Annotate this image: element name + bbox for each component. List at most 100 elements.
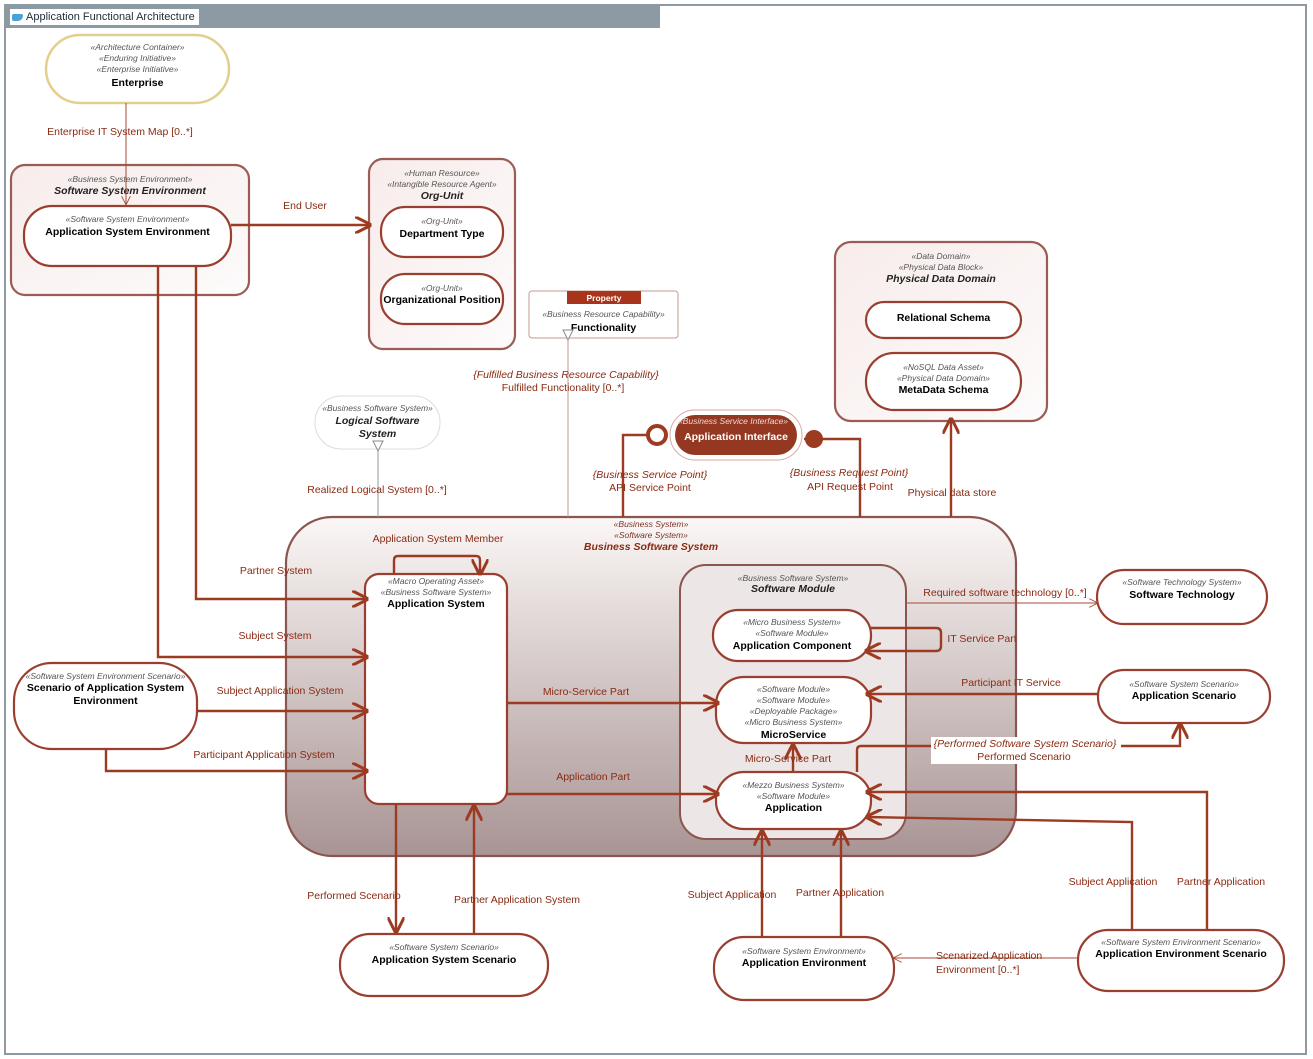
node-name: Application System Environment — [45, 226, 210, 238]
node-application-environment[interactable]: «Software System Environment» Applicatio… — [712, 935, 896, 1002]
node-name: Organizational Position — [383, 294, 500, 306]
edge-participant-application-system[interactable] — [104, 749, 367, 771]
node-name: Application Interface — [684, 431, 788, 443]
node-scenario-of-application-system-environment[interactable]: «Software System Environment Scenario» S… — [12, 661, 199, 751]
stereotype: «Business System» — [614, 519, 689, 529]
edge-label: Scenarized Application — [936, 950, 1042, 962]
edge-label: Subject Application — [1069, 876, 1158, 888]
node-functionality[interactable]: Property «Business Resource Capability» … — [528, 290, 679, 339]
node-name: Application Scenario — [1132, 690, 1236, 702]
node-application[interactable]: «Mezzo Business System» «Software Module… — [714, 770, 873, 831]
stereotype: «Software Module» — [757, 695, 831, 705]
edge-label: Performed Scenario — [307, 890, 401, 902]
stereotype: «Micro Business System» — [743, 617, 841, 627]
edge-label: Participant IT Service — [961, 677, 1061, 689]
stereotype: «Business System Environment» — [68, 174, 193, 184]
edge-label: API Request Point — [807, 481, 893, 493]
edge-label: Application Part — [556, 771, 630, 783]
stereotype: «Deployable Package» — [750, 706, 838, 716]
edge-label: Partner Application System — [454, 894, 580, 906]
edge-label: {Business Service Point} — [593, 469, 708, 481]
edge-label: IT Service Part — [947, 633, 1016, 645]
stereotype: «Enduring Initiative» — [99, 53, 176, 63]
node-application-system-scenario[interactable]: «Software System Scenario» Application S… — [338, 932, 550, 998]
stereotype: «Business Service Interface» — [678, 416, 788, 426]
edge-label: Application System Member — [373, 533, 504, 545]
edge-it-service-part[interactable] — [866, 626, 943, 651]
node-application-interface[interactable]: «Business Service Interface» Application… — [669, 409, 803, 461]
diagram-title-box[interactable]: Application Functional Architecture — [10, 9, 199, 25]
stereotype: «Enterprise Initiative» — [97, 64, 179, 74]
node-name: Software Technology — [1129, 589, 1235, 601]
node-application-system[interactable]: «Macro Operating Asset» «Business Softwa… — [363, 572, 509, 806]
edge-label: Participant Application System — [193, 749, 334, 761]
edge-label: Realized Logical System [0..*] — [307, 484, 447, 496]
node-microservice[interactable]: «Software Module» «Software Module» «Dep… — [714, 675, 873, 745]
stereotype: «Business Software System» — [322, 403, 433, 413]
stereotype: «Intangible Resource Agent» — [387, 179, 497, 189]
node-logical-software-system[interactable]: «Business Software System» Logical Softw… — [314, 395, 441, 450]
node-name: System — [359, 428, 396, 440]
edge-label: Enterprise IT System Map [0..*] — [47, 126, 193, 138]
edge-subject-system[interactable] — [156, 266, 367, 657]
edge-api-request-point[interactable] — [804, 430, 862, 517]
node-relational-schema[interactable]: Relational Schema — [864, 300, 1023, 340]
edge-label: Micro-Service Part — [543, 686, 629, 698]
edge-performed-scenario-right[interactable] — [855, 724, 1180, 772]
node-name: MetaData Schema — [899, 384, 989, 396]
edge-label: {Fulfilled Business Resource Capability} — [473, 369, 659, 381]
node-software-technology[interactable]: «Software Technology System» Software Te… — [1095, 568, 1269, 626]
node-name: Functionality — [571, 322, 636, 334]
stereotype: «Mezzo Business System» — [742, 780, 844, 790]
edge-label: Partner System — [240, 565, 313, 577]
node-name: Physical Data Domain — [886, 273, 996, 285]
edge-partner-system[interactable] — [194, 266, 367, 599]
edge-subject-application-right[interactable] — [867, 817, 1134, 930]
node-application-component[interactable]: «Micro Business System» «Software Module… — [711, 608, 873, 663]
diagram-title-tab: Application Functional Architecture — [4, 4, 660, 28]
stereotype: «Org-Unit» — [421, 283, 463, 293]
stereotype: «Software System Environment» — [66, 214, 190, 224]
node-department-type[interactable]: «Org-Unit» Department Type — [379, 205, 505, 259]
node-name: Business Software System — [584, 541, 718, 553]
stereotype: «Software System Environment» — [742, 946, 866, 956]
edge-label: Physical data store — [908, 487, 997, 499]
edge-label: Environment [0..*] — [936, 964, 1020, 976]
node-application-environment-scenario[interactable]: «Software System Environment Scenario» A… — [1076, 928, 1286, 993]
edge-api-service-point[interactable] — [621, 424, 668, 517]
node-name: Application System Scenario — [372, 954, 517, 966]
node-enterprise[interactable]: «Architecture Container» «Enduring Initi… — [44, 33, 231, 105]
stereotype: «Data Domain» — [911, 251, 970, 261]
node-name: Org-Unit — [421, 190, 464, 202]
stereotype: «Physical Data Block» — [899, 262, 984, 272]
node-name: Environment — [73, 695, 138, 707]
stereotype: «Software Module» — [757, 791, 831, 801]
edge-label: Partner Application — [1177, 876, 1265, 888]
edge-label: Subject Application — [688, 889, 777, 901]
stereotype: «Software System» — [614, 530, 688, 540]
stereotype: «Software System Environment Scenario» — [1101, 937, 1261, 947]
node-name: Logical Software — [335, 415, 419, 427]
node-name: Application Component — [733, 640, 852, 652]
edge-label: Subject System — [239, 630, 312, 642]
edge-label: {Performed Software System Scenario} — [934, 738, 1117, 750]
stereotype: «Org-Unit» — [421, 216, 463, 226]
edge-label: API Service Point — [609, 482, 691, 494]
node-metadata-schema[interactable]: «NoSQL Data Asset» «Physical Data Domain… — [864, 351, 1023, 412]
diagram-title: Application Functional Architecture — [26, 11, 195, 23]
node-name: Application Environment — [742, 957, 867, 969]
node-name: Software Module — [751, 583, 835, 595]
edge-label: Subject Application System — [217, 685, 344, 697]
stereotype: «Software Module» — [755, 628, 829, 638]
stereotype: «NoSQL Data Asset» — [903, 362, 984, 372]
edge-label: Micro-Service Part — [745, 753, 831, 765]
edge-application-system-member[interactable] — [392, 554, 480, 574]
stereotype: «Software System Environment Scenario» — [26, 671, 186, 681]
edge-partner-application-right[interactable] — [867, 792, 1209, 930]
node-application-system-environment[interactable]: «Software System Environment» Applicatio… — [22, 204, 233, 268]
stereotype: «Micro Business System» — [745, 717, 843, 727]
node-application-scenario[interactable]: «Software System Scenario» Application S… — [1096, 668, 1272, 725]
stereotype: «Software Module» — [757, 684, 831, 694]
node-organizational-position[interactable]: «Org-Unit» Organizational Position — [379, 272, 505, 326]
